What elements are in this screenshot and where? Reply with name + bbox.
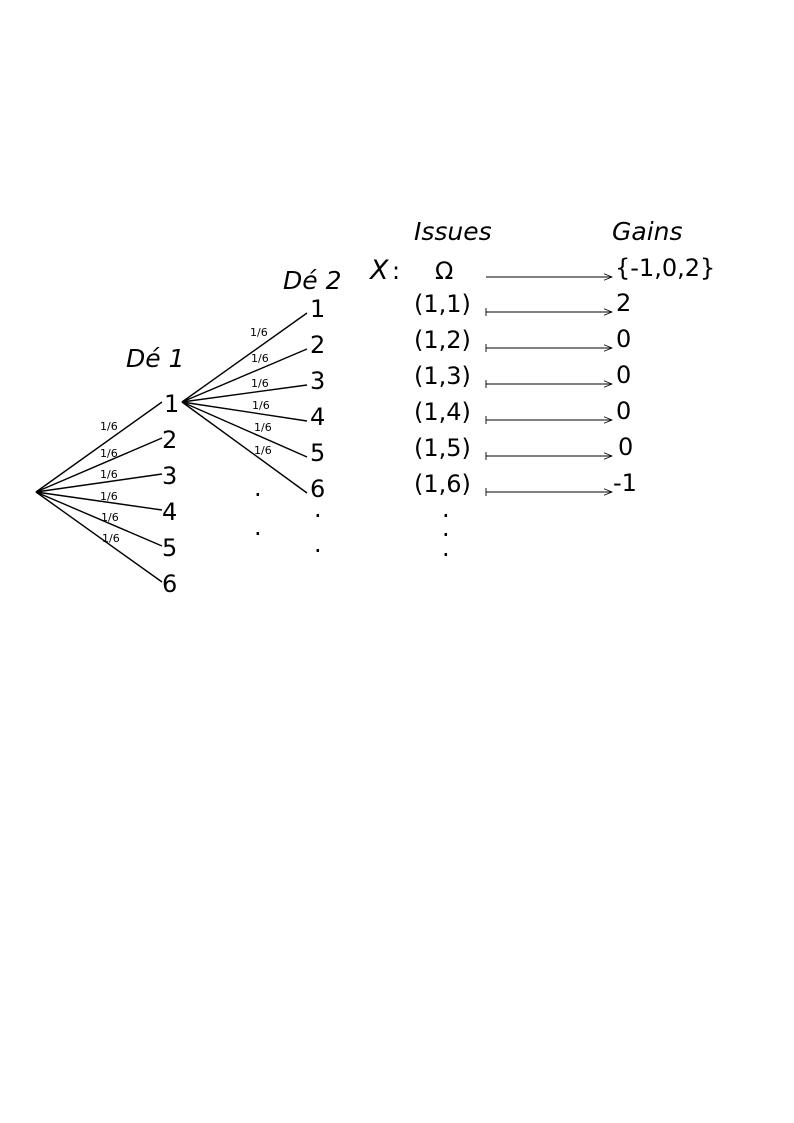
- die2-probability: 1/6: [251, 377, 269, 390]
- die2-branch: [181, 401, 308, 458]
- continuation-dot: .: [442, 495, 450, 523]
- die2-probability-labels: 1/6 1/6 1/6 1/6 1/6 1/6: [250, 326, 272, 457]
- gain-value: 0: [616, 397, 631, 425]
- die1-outcome: 1: [164, 390, 179, 418]
- gain-value: 2: [616, 289, 631, 317]
- die1-probability: 1/6: [100, 420, 118, 433]
- die1-branch: [35, 401, 163, 493]
- die2-probability: 1/6: [251, 352, 269, 365]
- continuation-dot: .: [254, 474, 262, 502]
- gain-value: 0: [616, 325, 631, 353]
- die1-branch: [35, 491, 163, 547]
- die2-branches: [181, 312, 308, 494]
- header-de1: Dé 1: [126, 344, 184, 373]
- mapping-arrows: [485, 308, 614, 496]
- die1-outcome: 2: [162, 426, 177, 454]
- issue-pair: (1,1): [414, 290, 471, 318]
- variable-x: X: [368, 255, 389, 286]
- die1-outcome-labels: 1 2 3 4 5 6: [162, 390, 179, 598]
- die2-outcome: 3: [310, 367, 325, 395]
- die2-outcome: 2: [310, 331, 325, 359]
- continuation-dot: .: [442, 534, 450, 562]
- issue-pair: (1,4): [414, 398, 471, 426]
- die1-outcome: 5: [162, 534, 177, 562]
- continuation-dot: .: [442, 514, 450, 542]
- issue-pair: (1,3): [414, 362, 471, 390]
- die2-branch: [181, 384, 308, 403]
- die2-branch: [181, 312, 308, 403]
- die2-outcome-labels: 1 2 3 4 5 6: [310, 295, 325, 503]
- continuation-dots: .......: [254, 474, 450, 562]
- die2-branch: [181, 401, 308, 494]
- header-de2: Dé 2: [283, 266, 341, 295]
- die2-probability: 1/6: [254, 421, 272, 434]
- die2-branch: [181, 348, 308, 403]
- die1-probability: 1/6: [102, 532, 120, 545]
- die2-branch: [181, 401, 308, 422]
- header-gains: Gains: [612, 217, 683, 246]
- die1-branch: [35, 473, 163, 493]
- die2-outcome: 5: [310, 439, 325, 467]
- issue-pair: (1,5): [414, 434, 471, 462]
- die1-outcome: 6: [162, 570, 177, 598]
- die1-branches: [35, 401, 163, 583]
- die2-probability: 1/6: [254, 444, 272, 457]
- continuation-dot: .: [254, 513, 262, 541]
- die2-probability: 1/6: [252, 399, 270, 412]
- variable-colon: :: [392, 257, 400, 285]
- gain-value: -1: [613, 469, 637, 497]
- die1-branch: [35, 437, 163, 493]
- codomain-set: {-1,0,2}: [615, 254, 715, 282]
- continuation-dot: .: [314, 495, 322, 523]
- die1-probability: 1/6: [100, 447, 118, 460]
- issue-pair: (1,2): [414, 326, 471, 354]
- die2-outcome: 1: [310, 295, 325, 323]
- gain-value: 0: [618, 433, 633, 461]
- die1-branch: [35, 491, 163, 511]
- issues-column: (1,1) (1,2) (1,3) (1,4) (1,5) (1,6): [414, 290, 471, 498]
- header-issues: Issues: [414, 217, 492, 246]
- issue-pair: (1,6): [414, 470, 471, 498]
- die1-probability: 1/6: [101, 511, 119, 524]
- die2-probability: 1/6: [250, 326, 268, 339]
- domain-omega: Ω: [435, 257, 453, 285]
- gains-column: 2 0 0 0 0 -1: [613, 289, 637, 497]
- continuation-dot: .: [314, 530, 322, 558]
- die1-probability: 1/6: [100, 468, 118, 481]
- die1-probability-labels: 1/6 1/6 1/6 1/6 1/6 1/6: [100, 420, 120, 545]
- die2-outcome: 6: [310, 475, 325, 503]
- die2-outcome: 4: [310, 403, 325, 431]
- die1-outcome: 4: [162, 498, 177, 526]
- gain-value: 0: [616, 361, 631, 389]
- die1-outcome: 3: [162, 462, 177, 490]
- die1-probability: 1/6: [100, 490, 118, 503]
- die1-branch: [35, 491, 163, 583]
